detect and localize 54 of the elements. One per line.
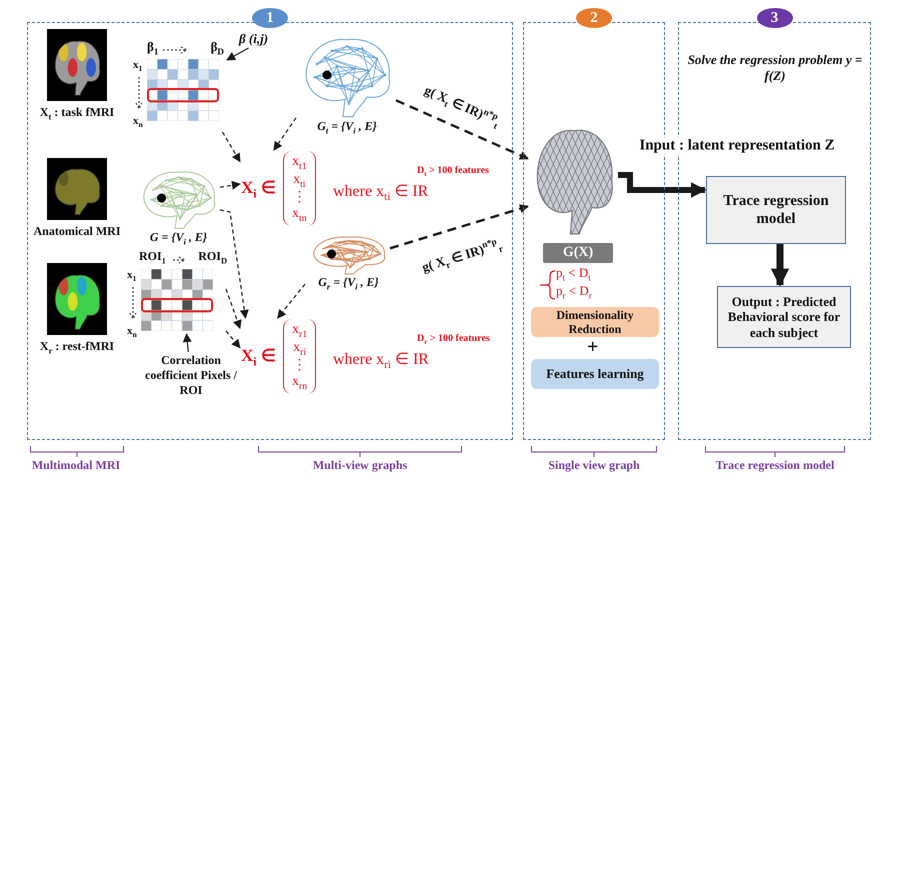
arrow [225,288,242,330]
axis-label: ROI$_{1}$ [139,249,166,266]
annotation-label: β (i,j) [239,31,268,47]
section-label: Single view graph [547,458,641,473]
scan-caption: X$_{r}$ : rest-fMRI [38,339,116,356]
arrow [770,243,790,287]
axis-label: x$_{n}$ [133,115,143,130]
arrow [390,204,529,250]
section-label: Multi-view graphs [312,458,408,473]
process-box: Trace regression model [706,176,846,244]
superscript-note: D$_{r}$ > 100 features [417,333,490,346]
plus-sign: + [587,338,598,356]
vector-condition: where x$_{ti}$ ∈ IR [333,182,428,204]
graph-label: G(X) [543,243,613,263]
step-number-badge: 3 [756,8,792,28]
annotation-text: Correlation coefficient Pixels / ROI [144,353,238,398]
scan-caption: X$_{t}$ : task fMRI [38,105,116,122]
process-box: Features learning [531,359,659,389]
column-vector: x$_{t1}$ x$_{ti}$ ⋮ x$_{tn}$ [283,151,316,226]
axis-label: β$_{1}$ [147,39,158,57]
arrow [222,132,241,162]
process-box: Output : Predicted Behavioral score for each subject [717,286,851,348]
problem-statement: Solve the regression problem y = f(Z) [686,52,864,84]
constraint-label: p$_{r}$ < D$_{r}$ [556,283,592,301]
graph-caption: G = {V$_{i}$ , E} [148,230,208,246]
arrow [277,284,306,319]
section-label: Multimodal MRI [30,458,122,473]
vector-symbol: X$_{i}$ ∈ [241,345,276,370]
superscript-note: D$_{t}$ > 100 features [417,165,490,178]
axis-label: ROI$_{D}$ [198,249,227,266]
constraint-label: p$_{t}$ < D$_{t}$ [556,265,591,283]
arrow [226,47,249,60]
arrow [226,330,241,348]
arrow [220,209,249,319]
axis-label: β$_{D}$ [210,39,224,57]
scan-caption: Anatomical MRI [32,224,122,239]
arrow [618,172,707,198]
arrow [220,180,241,190]
section-label: Trace regression model [714,458,836,473]
arrow [182,333,192,352]
arrow [273,117,296,151]
process-box: Dimensionality Reduction [531,307,659,337]
step-number-badge: 1 [252,8,288,28]
step-number-badge: 2 [576,8,612,28]
axis-label: x$_{1}$ [127,269,136,284]
vector-condition: where x$_{ri}$ ∈ IR [333,350,429,372]
column-vector: x$_{r1}$ x$_{ri}$ ⋮ x$_{rn}$ [283,319,316,394]
axis-label: x$_{1}$ [133,59,142,74]
graph-caption: G$_{r}$ = {V$_{i}$ , E} [317,274,380,291]
vector-symbol: X$_{i}$ ∈ [241,177,276,202]
edge-label: Input : latent representation Z [637,138,837,154]
arrow [396,99,529,160]
graph-caption: G$_{t}$ = {V$_{i}$ , E} [316,118,378,135]
axis-label: x$_{n}$ [127,325,137,340]
